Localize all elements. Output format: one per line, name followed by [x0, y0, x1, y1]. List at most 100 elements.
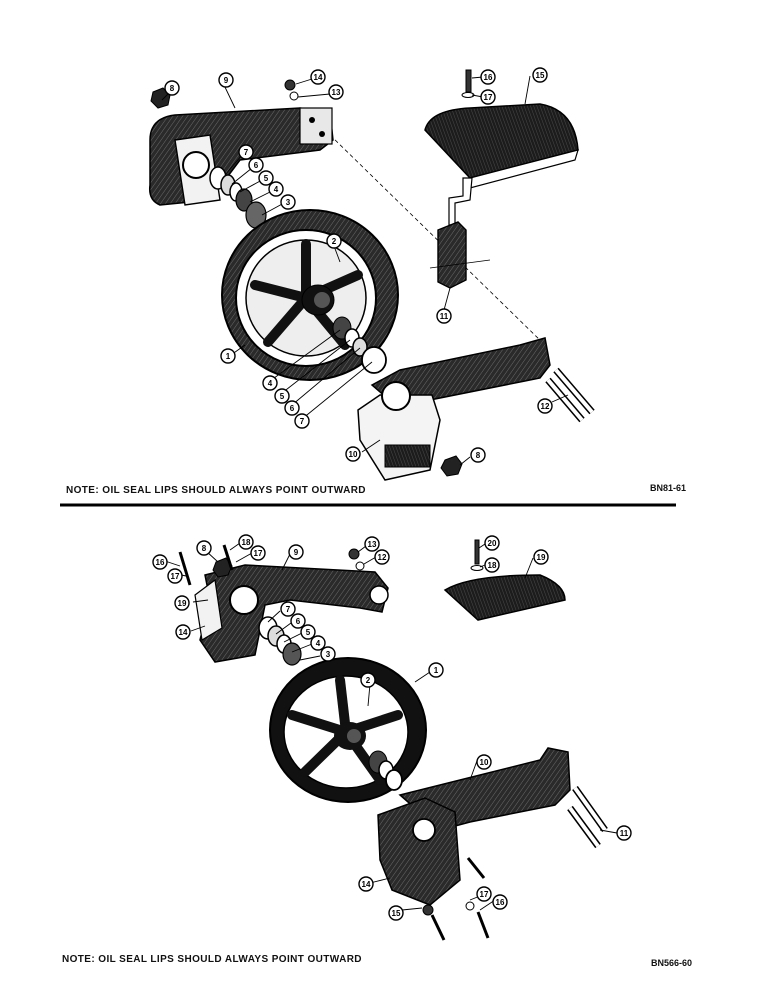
bearing-stack-upper	[209, 166, 267, 229]
callout-14: 14	[310, 69, 326, 85]
callout-number: 19	[537, 553, 546, 562]
callout-circle	[345, 446, 361, 462]
callout-circle	[250, 545, 266, 561]
callout-number: 14	[362, 880, 371, 889]
callout-10: 10	[476, 754, 492, 770]
bolt	[178, 551, 192, 586]
callout-circle	[364, 536, 380, 552]
callout-15: 15	[388, 905, 404, 921]
callout-circle	[537, 398, 553, 414]
callout-number: 8	[170, 84, 175, 93]
wheel-cover	[443, 574, 566, 621]
callout-12: 12	[374, 549, 390, 565]
bolt-pair	[545, 367, 595, 423]
callout-11: 11	[436, 308, 452, 324]
hub-bore	[182, 151, 210, 179]
callout-circle	[300, 624, 316, 640]
callout-circle	[480, 69, 496, 85]
callout-circle	[388, 905, 404, 921]
callout-number: 9	[224, 76, 229, 85]
callout-circle	[360, 672, 376, 688]
callout-number: 16	[156, 558, 165, 567]
callout-circle	[326, 233, 342, 249]
callout-14: 14	[175, 624, 191, 640]
callout-number: 15	[536, 71, 545, 80]
callout-19: 19	[533, 549, 549, 565]
callout-circle	[284, 400, 300, 416]
oil-seal-note: NOTE: OIL SEAL LIPS SHOULD ALWAYS POINT …	[62, 954, 362, 965]
callout-5: 5	[274, 388, 290, 404]
callout-number: 1	[226, 352, 231, 361]
callout-5: 5	[258, 170, 274, 186]
callout-13: 13	[328, 84, 344, 100]
callout-circle	[238, 534, 254, 550]
bolt	[430, 914, 446, 941]
callout-3: 3	[320, 646, 336, 662]
lower-hub-block	[377, 797, 461, 906]
callout-circle	[152, 554, 168, 570]
nut	[150, 87, 171, 109]
callout-number: 3	[326, 650, 331, 659]
callout-16: 16	[492, 894, 508, 910]
callout-number: 3	[286, 198, 291, 207]
callout-number: 12	[378, 553, 387, 562]
callout-circle	[258, 170, 274, 186]
washer	[355, 561, 365, 571]
callout-4: 4	[268, 181, 284, 197]
bolt	[465, 69, 472, 93]
callout-15: 15	[532, 67, 548, 83]
bolt-hole	[319, 131, 325, 137]
callout-17: 17	[480, 89, 496, 105]
wheel-cover	[424, 103, 579, 179]
hub-bore	[412, 818, 436, 842]
bolt-head	[284, 79, 296, 91]
callout-number: 5	[264, 174, 269, 183]
bolt	[222, 544, 234, 571]
callout-number: 6	[296, 617, 301, 626]
callout-circle	[616, 825, 632, 841]
bearing-stack-lower	[368, 750, 403, 791]
callout-16: 16	[152, 554, 168, 570]
spacer-block	[437, 221, 467, 289]
callout-19: 19	[174, 595, 190, 611]
callout-11: 11	[616, 825, 632, 841]
callout-number: 4	[316, 639, 321, 648]
callout-circle	[248, 157, 264, 173]
callout-number: 10	[349, 450, 358, 459]
callout-number: 12	[541, 402, 550, 411]
callout-number: 17	[171, 572, 180, 581]
nut	[348, 548, 360, 560]
bolt	[476, 911, 490, 939]
callout-number: 14	[314, 73, 323, 82]
washer	[289, 91, 299, 101]
callout-number: 4	[274, 185, 279, 194]
callout-number: 18	[488, 561, 497, 570]
drawing-code: BN566-60	[651, 958, 693, 968]
washer	[465, 901, 475, 911]
callout-9: 9	[218, 72, 234, 88]
callout-circle	[280, 194, 296, 210]
callout-number: 9	[294, 548, 299, 557]
callout-number: 18	[242, 538, 251, 547]
drawing-code: BN81-61	[650, 483, 687, 493]
callout-7: 7	[238, 144, 254, 160]
callout-circle	[484, 557, 500, 573]
callout-number: 11	[620, 829, 629, 838]
callout-number: 16	[496, 898, 505, 907]
callout-2: 2	[360, 672, 376, 688]
bearing-stack-upper	[258, 616, 302, 666]
alignment-line	[429, 259, 491, 269]
callout-number: 5	[280, 392, 285, 401]
callout-number: 16	[484, 73, 493, 82]
cover-bracket	[448, 177, 473, 226]
top-assembly	[148, 69, 595, 481]
callout-circle	[320, 646, 336, 662]
callout-8: 8	[164, 80, 180, 96]
callout-circle	[484, 535, 500, 551]
callout-circle	[328, 84, 344, 100]
callout-circle	[175, 624, 191, 640]
callout-circle	[290, 613, 306, 629]
callout-circle	[238, 144, 254, 160]
